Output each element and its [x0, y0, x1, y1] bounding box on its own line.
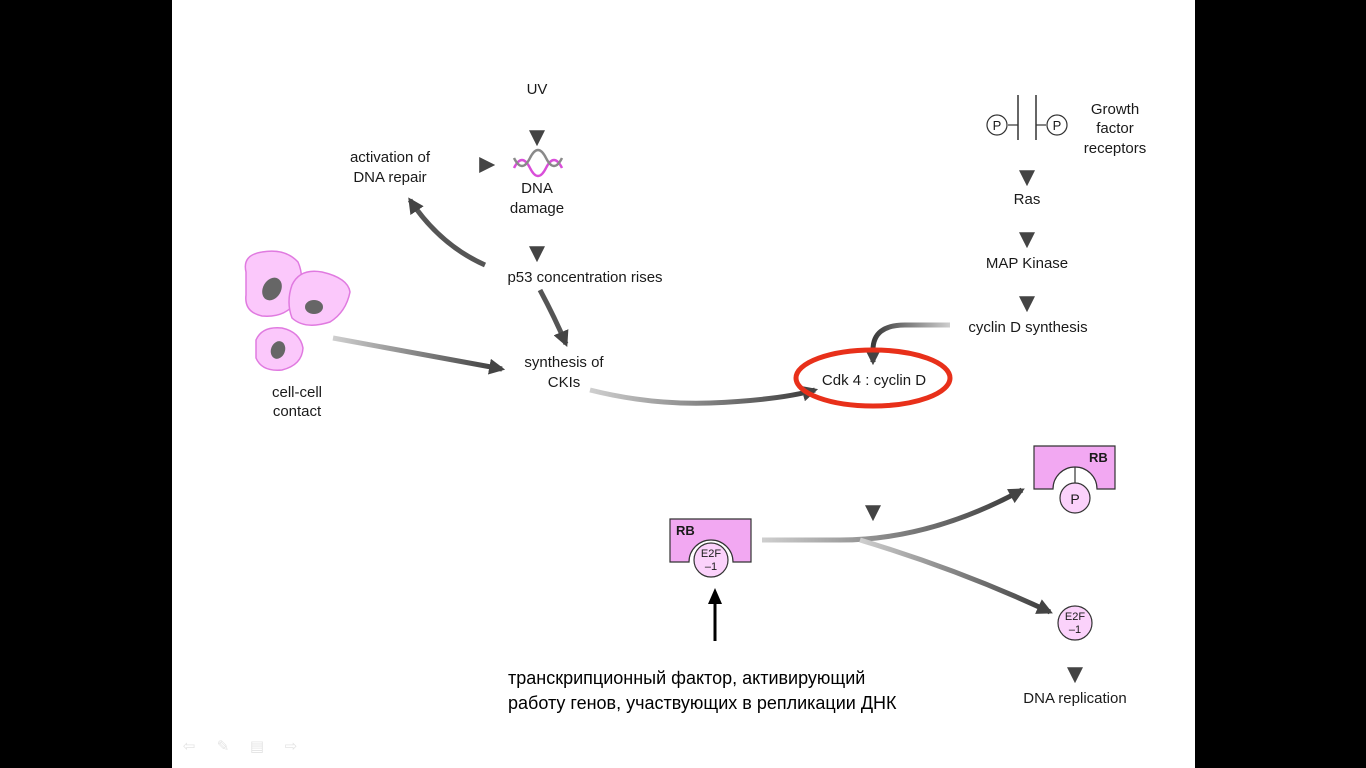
annotation-arrow	[708, 588, 722, 641]
receptor-icon: P P	[986, 95, 1068, 140]
slide-nav: ⇦ ✎ ▤ ⇨	[178, 738, 302, 754]
caption-text: транскрипционный фактор, активирующий ра…	[508, 668, 897, 713]
label-dna-repair: activation of	[350, 149, 431, 166]
label-cdk4: Cdk 4 : cyclin D	[822, 372, 926, 389]
svg-text:P: P	[1070, 491, 1079, 507]
arrow-left-icon[interactable]: ⇦	[182, 737, 196, 755]
arrow-contact-to-ckis	[332, 335, 506, 375]
svg-text:–1: –1	[705, 561, 717, 573]
arrows	[332, 104, 1084, 684]
label-p53: p53 concentration rises	[507, 269, 662, 286]
svg-text:receptors: receptors	[1084, 140, 1147, 157]
arrow-right-icon[interactable]: ⇨	[284, 737, 298, 755]
e2f-free: E2F –1	[1057, 605, 1093, 641]
label-dna-damage: DNA	[521, 180, 553, 197]
slide: P P UV DNA damage activation of DNA repa…	[172, 0, 1195, 768]
phospho-left	[986, 114, 1008, 136]
labels: UV DNA damage activation of DNA repair p…	[272, 81, 1146, 707]
pen-icon[interactable]: ✎	[216, 737, 230, 755]
svg-text:E2F: E2F	[1065, 611, 1085, 623]
label-cell-contact: cell-cell	[272, 384, 322, 401]
arrow-rb-to-e2f	[859, 537, 1053, 615]
label-uv: UV	[527, 81, 548, 98]
label-ckis: synthesis of	[524, 354, 604, 371]
svg-text:RB: RB	[676, 523, 695, 538]
label-dna-replication: DNA replication	[1023, 690, 1126, 707]
arrow-p53-to-repair	[407, 197, 487, 268]
arrow-cyclind-to-cdk4	[864, 322, 950, 366]
svg-text:contact: contact	[273, 403, 322, 420]
rb-e2f-complex: RB E2F –1	[669, 518, 752, 578]
svg-text:DNA repair: DNA repair	[353, 169, 426, 186]
phospho-right	[1046, 114, 1068, 136]
label-mapk: MAP Kinase	[986, 255, 1068, 272]
arrow-p53-to-ckis	[537, 288, 569, 347]
label-growth-factor: Growth	[1091, 101, 1139, 118]
svg-text:damage: damage	[510, 200, 564, 217]
cells-icon	[244, 250, 351, 371]
highlight-ellipse	[793, 347, 953, 409]
svg-text:factor: factor	[1096, 120, 1134, 137]
arrow-ckis-to-cdk4	[589, 385, 819, 406]
rb-phospho: RB P	[1033, 445, 1116, 514]
svg-text:RB: RB	[1089, 450, 1108, 465]
label-cyclin-d-synthesis: cyclin D synthesis	[968, 319, 1087, 336]
svg-text:P: P	[1053, 118, 1062, 133]
svg-text:–1: –1	[1069, 624, 1081, 636]
svg-text:P: P	[993, 118, 1002, 133]
svg-text:CKIs: CKIs	[548, 374, 581, 391]
pathway-diagram: P P UV DNA damage activation of DNA repa…	[244, 81, 1146, 707]
dna-helix-icon	[512, 148, 564, 178]
menu-icon[interactable]: ▤	[249, 737, 265, 755]
svg-text:E2F: E2F	[701, 548, 721, 560]
arrow-rb-to-rbp	[762, 487, 1025, 543]
label-ras: Ras	[1014, 191, 1041, 208]
